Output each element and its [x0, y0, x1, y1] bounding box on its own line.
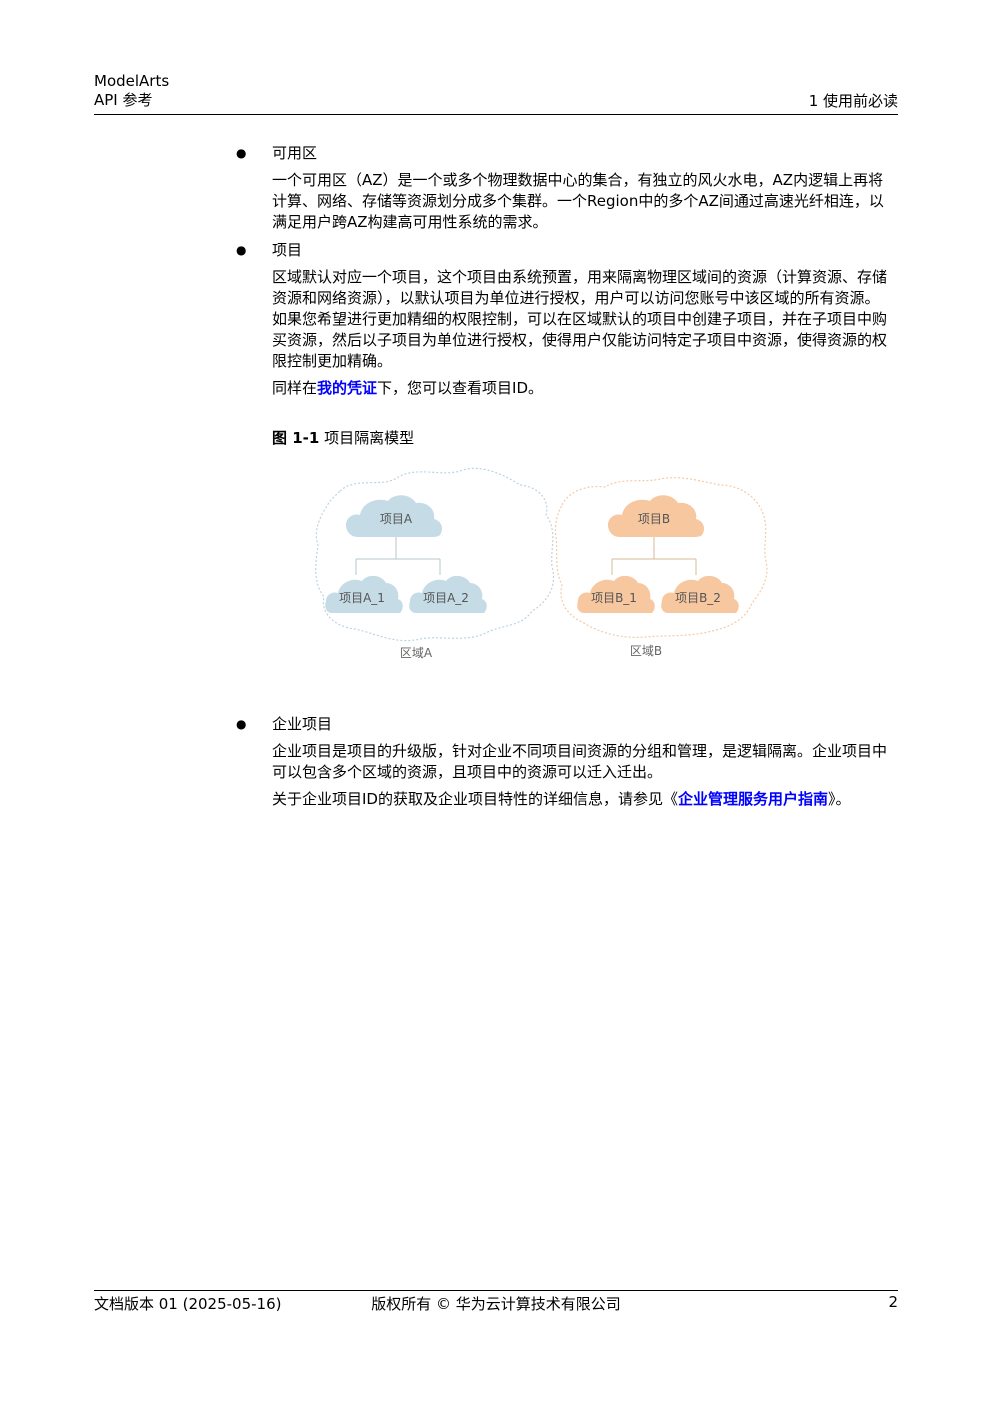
cloud-project-b: 项目B [608, 495, 704, 537]
item-title: 项目 [272, 241, 303, 259]
isolation-diagram: 项目A 项目A_1 项目A_2 区域A [315, 467, 768, 660]
cloud-project-b2: 项目B_2 [661, 575, 739, 613]
region-b: 项目B 项目B_1 项目B_2 区域B [554, 477, 768, 658]
figure-number: 图 1-1 [272, 429, 320, 447]
figure-caption: 图 1-1 项目隔离模型 [272, 427, 896, 449]
guide-prefix: 关于企业项目ID的获取及企业项目特性的详细信息，请参见《 [272, 790, 678, 808]
cloud-project-a2-shape [409, 575, 487, 613]
doc-title: API 参考 [94, 91, 153, 109]
bullet-icon: ● [236, 146, 247, 160]
cloud-project-a-shape [346, 495, 442, 537]
cloud-project-b2-shape [661, 575, 739, 613]
project-b1-label: 项目B_1 [591, 591, 637, 605]
list-item-enterprise-project: ● 企业项目 企业项目是项目的升级版，针对企业不同项目间资源的分组和管理，是逻辑… [236, 713, 896, 810]
project-b2-label: 项目B_2 [675, 591, 721, 605]
cloud-project-b1: 项目B_1 [577, 575, 655, 613]
copyright: 版权所有 © 华为云计算技术有限公司 [371, 1295, 621, 1313]
my-credential-link[interactable]: 我的凭证 [317, 379, 378, 397]
cloud-project-a1-shape [325, 575, 403, 613]
guide-paragraph: 关于企业项目ID的获取及企业项目特性的详细信息，请参见《企业管理服务用户指南》。 [272, 789, 892, 810]
item-paragraph: 企业项目是项目的升级版，针对企业不同项目间资源的分组和管理，是逻辑隔离。企业项目… [272, 742, 888, 781]
cloud-project-a: 项目A [346, 495, 442, 537]
cloud-project-b-shape [608, 495, 704, 537]
cloud-project-b1-shape [577, 575, 655, 613]
page-footer: 文档版本 01 (2025-05-16) 版权所有 © 华为云计算技术有限公司 … [94, 1290, 898, 1315]
chapter-title: 1 使用前必读 [808, 92, 898, 110]
credential-paragraph: 同样在我的凭证下，您可以查看项目ID。 [272, 378, 892, 399]
project-isolation-figure: 项目A 项目A_1 项目A_2 区域A [300, 457, 800, 677]
region-a-boundary [315, 467, 555, 642]
item-paragraph: 一个可用区（AZ）是一个或多个物理数据中心的集合，有独立的风火水电，AZ内逻辑上… [272, 171, 884, 231]
header-left: ModelArts API 参考 [94, 72, 169, 110]
item-paragraph: 区域默认对应一个项目，这个项目由系统预置，用来隔离物理区域间的资源（计算资源、存… [272, 268, 888, 370]
item-title: 企业项目 [272, 715, 333, 733]
bullet-icon: ● [236, 243, 247, 257]
region-b-boundary [554, 477, 768, 638]
project-a1-label: 项目A_1 [339, 591, 385, 605]
page-header: ModelArts API 参考 1 使用前必读 [94, 72, 898, 115]
guide-suffix: 》。 [828, 790, 851, 808]
project-a-label: 项目A [380, 512, 413, 526]
region-b-label: 区域B [630, 644, 662, 658]
credential-prefix: 同样在 [272, 379, 318, 397]
connectors-b [611, 537, 697, 575]
project-a2-label: 项目A_2 [423, 591, 469, 605]
doc-version: 文档版本 01 (2025-05-16) [94, 1295, 282, 1313]
region-a-label: 区域A [400, 646, 433, 660]
list-item-az: ● 可用区 一个可用区（AZ）是一个或多个物理数据中心的集合，有独立的风火水电，… [236, 142, 896, 233]
product-name: ModelArts [94, 72, 170, 90]
project-b-label: 项目B [638, 512, 670, 526]
cloud-project-a2: 项目A_2 [409, 575, 487, 613]
credential-suffix: 下，您可以查看项目ID。 [377, 379, 544, 397]
item-title: 可用区 [272, 144, 318, 162]
page-number: 2 [888, 1293, 898, 1311]
main-content: ● 可用区 一个可用区（AZ）是一个或多个物理数据中心的集合，有独立的风火水电，… [236, 142, 896, 816]
list-item-project: ● 项目 区域默认对应一个项目，这个项目由系统预置，用来隔离物理区域间的资源（计… [236, 239, 896, 399]
connectors-a [355, 537, 441, 575]
enterprise-guide-link[interactable]: 企业管理服务用户指南 [677, 790, 828, 808]
bullet-icon: ● [236, 717, 247, 731]
figure-title: 项目隔离模型 [324, 429, 415, 447]
cloud-project-a1: 项目A_1 [325, 575, 403, 613]
region-a: 项目A 项目A_1 项目A_2 区域A [315, 467, 555, 660]
